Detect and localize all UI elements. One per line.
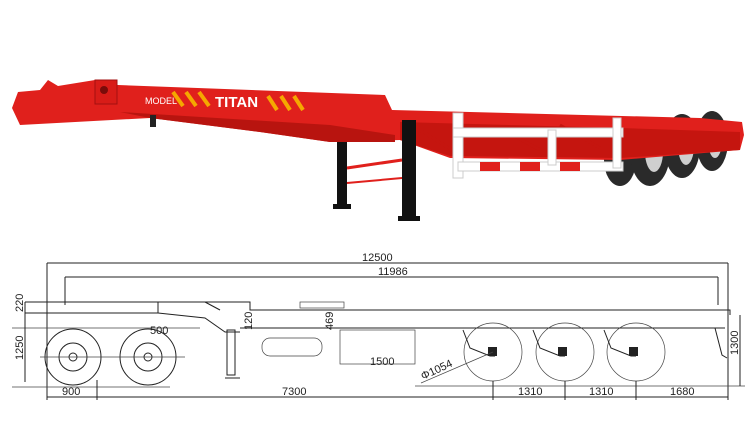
dim-front-overhang: 900 — [62, 386, 80, 398]
dim-axle-spacing-1: 1310 — [518, 386, 542, 398]
dim-overall-length: 12500 — [362, 252, 393, 264]
dim-frame-length: 11986 — [378, 266, 408, 278]
dim-rear-height: 1300 — [729, 331, 741, 355]
trailer-photo: MODEL TITAN — [12, 79, 744, 221]
rear-bumper — [452, 112, 624, 179]
dim-axle-spacing-2: 1310 — [589, 386, 613, 398]
dim-coupling-height: 1250 — [14, 336, 26, 360]
trailer-wheels — [462, 322, 666, 382]
dim-spare-frame: 1500 — [370, 356, 394, 368]
dim-beam-top-height: 220 — [14, 294, 26, 312]
technical-drawing: 12500 11986 — [12, 252, 745, 400]
reflective-stripes — [171, 90, 305, 112]
dim-wheel-diameter: Φ1054 — [419, 358, 454, 383]
dim-kingpin-to-axle: 7300 — [282, 386, 306, 398]
tractor-wheels — [40, 328, 185, 386]
brand-label: TITAN — [215, 94, 258, 111]
dim-rear-overhang: 1680 — [670, 386, 694, 398]
dim-neck-step: 120 — [243, 312, 255, 330]
model-label: MODEL — [145, 96, 177, 106]
dim-beam-depth: 469 — [324, 312, 336, 330]
landing-legs — [333, 120, 420, 221]
dim-kingpin-offset: 500 — [150, 325, 168, 337]
